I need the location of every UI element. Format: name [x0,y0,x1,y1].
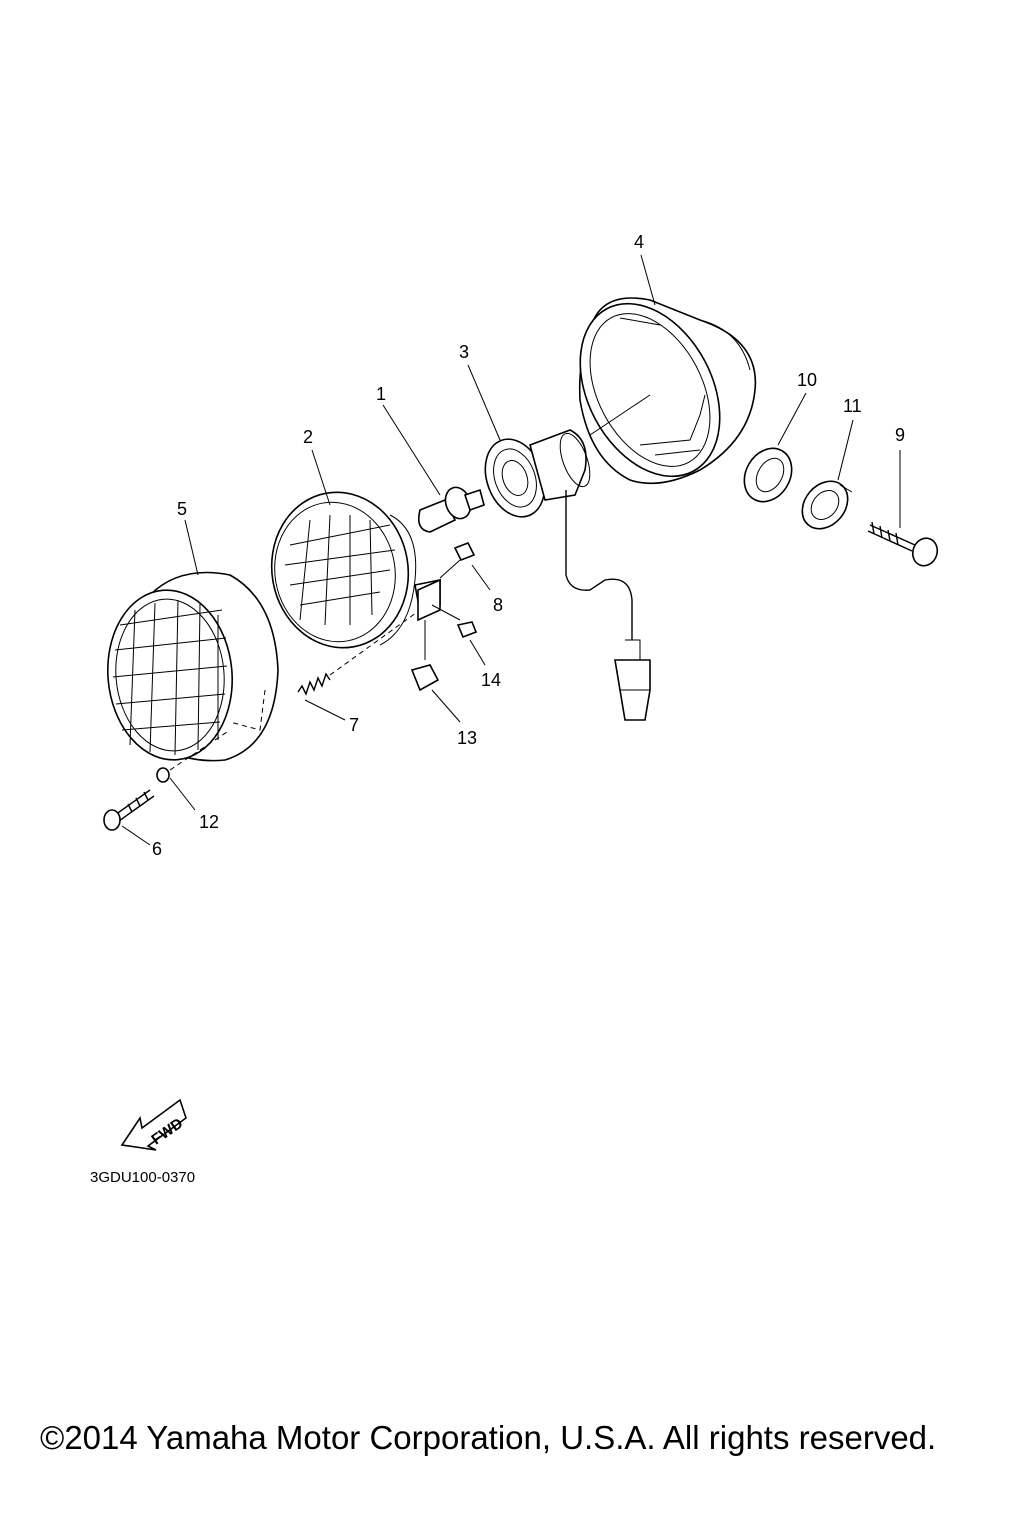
callout-11: 11 [843,396,862,416]
callout-10: 10 [797,370,817,390]
callout-12: 12 [199,812,219,832]
callout-14: 14 [481,670,501,690]
callout-8: 8 [493,595,503,615]
part-grommet [743,447,793,503]
callout-6: 6 [152,839,162,859]
part-washer-12 [156,729,231,783]
callout-5: 5 [177,499,187,519]
callout-13: 13 [457,728,477,748]
part-lens-unit [270,491,441,649]
callout-3: 3 [459,342,469,362]
part-socket [484,429,651,721]
callout-9: 9 [895,425,905,445]
callout-labels: 1 2 3 4 5 6 7 8 9 10 11 12 13 14 [152,232,905,859]
callout-2: 2 [303,427,313,447]
callout-1: 1 [376,384,386,404]
copyright-notice: ©2014 Yamaha Motor Corporation, U.S.A. A… [40,1419,936,1456]
part-cap [801,480,853,530]
part-bolt-9 [867,521,939,567]
part-grille-rim [106,571,279,762]
part-bulb [417,486,485,533]
part-screw-6 [103,789,155,831]
callout-4: 4 [634,232,644,252]
leader-lines [121,254,901,846]
part-bracket [410,541,478,692]
part-housing [578,297,757,485]
callout-7: 7 [349,715,359,735]
fwd-arrow-icon: FWD [120,1098,187,1151]
drawing-code: 3GDU100-0370 [90,1169,195,1186]
part-spring [297,609,421,696]
